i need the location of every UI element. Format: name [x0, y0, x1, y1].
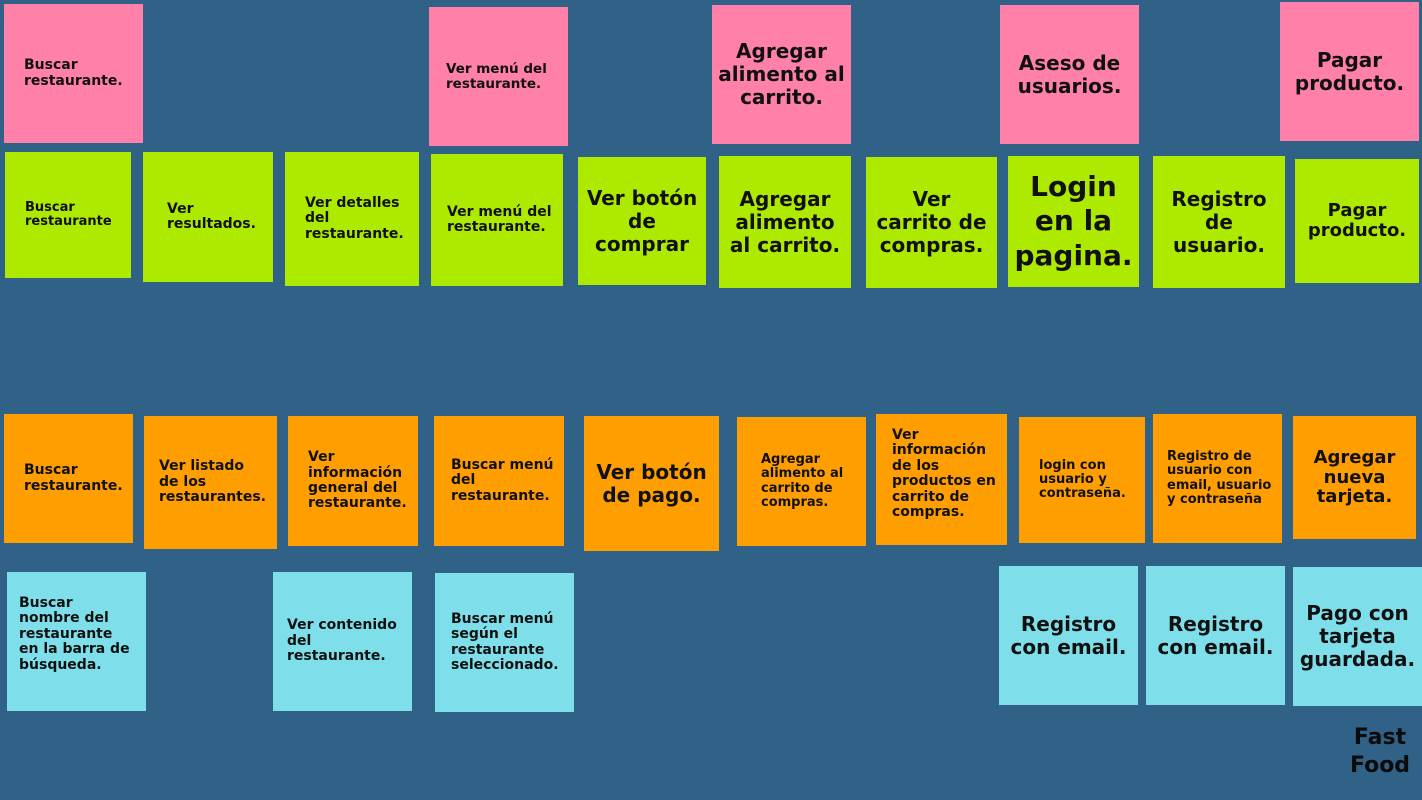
task-note[interactable]: Ver botón de comprar	[578, 157, 706, 285]
activity-note[interactable]: Ver menú del restaurante.	[429, 7, 568, 146]
detail-note[interactable]: Buscar menú según el restaurante selecci…	[435, 573, 574, 712]
note-text: Ver menú del restaurante.	[447, 203, 552, 235]
note-text: Ver botón de pago.	[596, 459, 707, 507]
note-text: Agregar alimento al carrito.	[718, 39, 845, 109]
story-note[interactable]: login con usuario y contraseña.	[1019, 417, 1145, 543]
note-text: Buscar menú según el restaurante selecci…	[451, 610, 559, 673]
note-text: Ver listado de los restaurantes.	[159, 458, 266, 506]
note-text: login con usuario y contraseña.	[1039, 457, 1126, 502]
story-note[interactable]: Ver listado de los restaurantes.	[144, 416, 277, 549]
story-note[interactable]: Registro de usuario con email, usuario y…	[1153, 414, 1282, 543]
detail-note[interactable]: Buscar nombre del restaurante en la barr…	[7, 572, 146, 711]
note-text: Ver botón de comprar	[586, 185, 698, 256]
note-text: Registro con email.	[1010, 611, 1127, 659]
note-text: Pagar producto.	[1294, 47, 1405, 95]
task-note[interactable]: Ver resultados.	[143, 152, 273, 282]
task-note[interactable]: Login en la pagina.	[1008, 156, 1139, 287]
note-text: Ver resultados.	[167, 200, 256, 232]
activity-note[interactable]: Agregar alimento al carrito.	[712, 5, 851, 144]
note-text: Login en la pagina.	[1014, 170, 1133, 272]
story-note[interactable]: Buscar restaurante.	[4, 414, 133, 543]
note-text: Agregar alimento al carrito de compras.	[761, 451, 844, 510]
task-note[interactable]: Agregar alimento al carrito.	[719, 156, 851, 288]
note-text: Buscar menú del restaurante.	[451, 456, 554, 504]
note-text: Ver detalles del restaurante.	[305, 194, 404, 242]
task-note[interactable]: Registro de usuario.	[1153, 156, 1285, 288]
story-note[interactable]: Agregar alimento al carrito de compras.	[737, 417, 866, 546]
detail-note[interactable]: Registro con email.	[1146, 566, 1285, 705]
note-text: Pago con tarjeta guardada.	[1299, 601, 1416, 671]
note-text: Buscar restaurante.	[24, 57, 123, 89]
story-note[interactable]: Ver información de los productos en carr…	[876, 414, 1007, 545]
task-note[interactable]: Ver carrito de compras.	[866, 157, 997, 288]
note-text: Registro de usuario.	[1171, 186, 1267, 257]
note-text: Ver información de los productos en carr…	[892, 427, 996, 520]
story-note[interactable]: Ver información general del restaurante.	[288, 416, 418, 546]
task-note[interactable]: Pagar producto.	[1295, 159, 1419, 283]
note-text: Buscar restaurante	[25, 199, 112, 229]
note-text: Pagar producto.	[1307, 200, 1407, 241]
board-title: Fast Food	[1349, 725, 1411, 778]
note-text: Agregar nueva tarjeta.	[1313, 446, 1396, 508]
note-text: Registro de usuario con email, usuario y…	[1167, 448, 1272, 507]
story-note[interactable]: Buscar menú del restaurante.	[434, 416, 564, 546]
note-text: Ver menú del restaurante.	[446, 60, 547, 92]
note-text: Ver contenido del restaurante.	[287, 617, 397, 665]
note-text: Buscar restaurante.	[24, 462, 123, 494]
note-text: Ver información general del restaurante.	[308, 449, 407, 512]
story-note[interactable]: Agregar nueva tarjeta.	[1293, 416, 1416, 539]
task-note[interactable]: Buscar restaurante	[5, 152, 131, 278]
task-note[interactable]: Ver detalles del restaurante.	[285, 152, 419, 286]
note-text: Buscar nombre del restaurante en la barr…	[19, 595, 130, 673]
detail-note[interactable]: Pago con tarjeta guardada.	[1293, 567, 1422, 706]
note-text: Ver carrito de compras.	[876, 187, 987, 257]
task-note[interactable]: Ver menú del restaurante.	[431, 154, 563, 286]
activity-note[interactable]: Buscar restaurante.	[4, 4, 143, 143]
note-text: Agregar alimento al carrito.	[729, 186, 841, 257]
detail-note[interactable]: Registro con email.	[999, 566, 1138, 705]
note-text: Registro con email.	[1157, 611, 1274, 659]
activity-note[interactable]: Pagar producto.	[1280, 2, 1419, 141]
story-note[interactable]: Ver botón de pago.	[584, 416, 719, 551]
activity-note[interactable]: Aseso de usuarios.	[1000, 5, 1139, 144]
detail-note[interactable]: Ver contenido del restaurante.	[273, 572, 412, 711]
note-text: Aseso de usuarios.	[1017, 50, 1122, 98]
